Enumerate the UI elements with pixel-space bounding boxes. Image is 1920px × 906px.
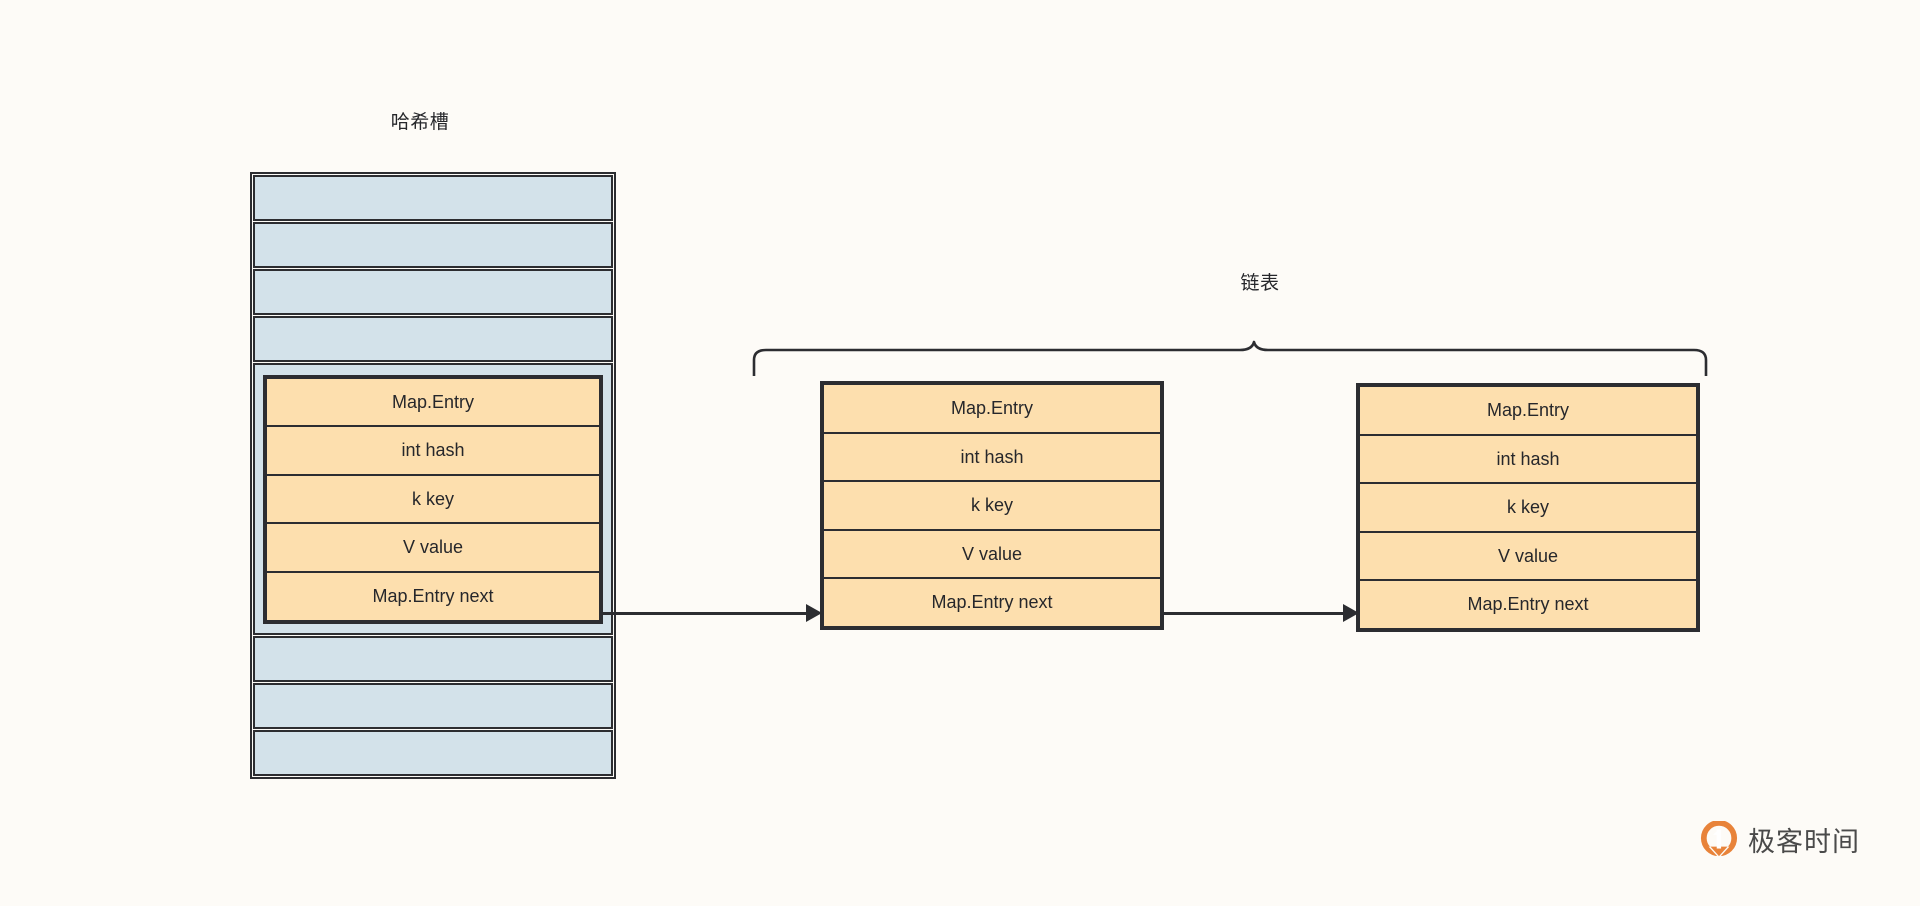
hash-slot-cell-1[interactable] bbox=[253, 222, 613, 268]
geektime-logo-icon bbox=[1700, 820, 1738, 858]
arrow-head-icon-1 bbox=[806, 604, 822, 622]
entry-row-type: Map.Entry bbox=[1358, 385, 1698, 436]
entry-row-hash: int hash bbox=[265, 425, 601, 476]
connector-line-1-to-2 bbox=[600, 612, 808, 615]
watermark-text: 极客时间 bbox=[1748, 827, 1860, 857]
linked-list-label: 链表 bbox=[1240, 273, 1280, 294]
hash-slot-label: 哈希槽 bbox=[390, 112, 450, 133]
entry-row-hash: int hash bbox=[1358, 433, 1698, 485]
entry-row-hash: int hash bbox=[822, 431, 1162, 483]
entry-row-key: k key bbox=[822, 480, 1162, 531]
hash-slot-cell-7[interactable] bbox=[253, 730, 613, 776]
hash-slot-cell-6[interactable] bbox=[253, 683, 613, 729]
hash-slot-cell-2[interactable] bbox=[253, 269, 613, 315]
entry-row-key: k key bbox=[1358, 482, 1698, 533]
hash-slot-cell-3[interactable] bbox=[253, 316, 613, 362]
entry-row-value: V value bbox=[1358, 530, 1698, 582]
hash-slot-cell-5[interactable] bbox=[253, 636, 613, 682]
entry-row-key: k key bbox=[265, 473, 601, 525]
hash-slot-cell-4[interactable]: Map.Entry int hash k key V value Map.Ent… bbox=[253, 363, 613, 635]
entry-row-type: Map.Entry bbox=[822, 383, 1162, 434]
entry-row-next: Map.Entry next bbox=[822, 577, 1162, 628]
watermark: 极客时间 bbox=[1700, 820, 1860, 859]
entry-row-value: V value bbox=[265, 522, 601, 573]
arrow-head-icon-2 bbox=[1343, 604, 1359, 622]
entry-row-next: Map.Entry next bbox=[265, 570, 601, 622]
hash-slot-table: Map.Entry int hash k key V value Map.Ent… bbox=[250, 172, 616, 779]
entry-row-next: Map.Entry next bbox=[1358, 579, 1698, 630]
map-entry-node-2[interactable]: Map.Entry int hash k key V value Map.Ent… bbox=[820, 381, 1164, 630]
linked-list-brace-icon bbox=[752, 340, 1708, 376]
entry-row-type: Map.Entry bbox=[265, 376, 601, 428]
hash-slot-cell-0[interactable] bbox=[253, 175, 613, 221]
map-entry-node-1[interactable]: Map.Entry int hash k key V value Map.Ent… bbox=[263, 374, 603, 624]
entry-row-value: V value bbox=[822, 528, 1162, 580]
map-entry-node-3[interactable]: Map.Entry int hash k key V value Map.Ent… bbox=[1356, 383, 1700, 632]
connector-line-2-to-3 bbox=[1163, 612, 1343, 615]
